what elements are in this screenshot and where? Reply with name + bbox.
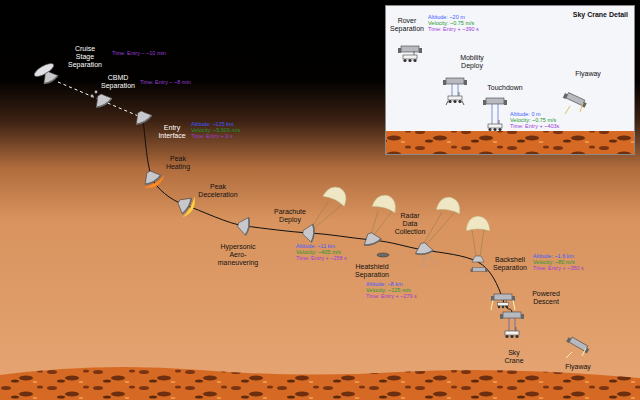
- descent-stage: [563, 91, 588, 107]
- capsule: [237, 216, 251, 236]
- bridle-cable: [458, 84, 459, 96]
- capsule: [92, 90, 113, 109]
- stage-label: Mobility Deploy: [456, 54, 488, 70]
- parachute: [466, 216, 490, 231]
- descent-stage: [491, 294, 515, 301]
- bridle-cable: [509, 318, 510, 331]
- stage-label: Heatshield Separation: [351, 263, 393, 279]
- inset-surface: [386, 131, 634, 154]
- thruster-plume: [566, 352, 572, 358]
- bridle-cable: [452, 84, 453, 96]
- radar-beam: [429, 256, 436, 266]
- parachute-line: [423, 212, 442, 245]
- thruster-plume: [565, 106, 570, 114]
- rover: [488, 120, 502, 131]
- rover: [505, 327, 519, 338]
- telemetry-value: Time: Entry + ~350 s: [533, 266, 584, 272]
- peak-heating-capsule: [138, 166, 167, 192]
- parachute: [323, 183, 351, 207]
- stage-label: Entry Interface: [155, 124, 189, 140]
- stage-label: Flyaway: [558, 363, 598, 371]
- capsule: [414, 242, 434, 256]
- telemetry-value: Velocity: ~0.75 m/s: [428, 21, 474, 27]
- stage-label: Radar Data Collection: [393, 212, 427, 236]
- telemetry-value: Altitude: ~1.6 km: [533, 254, 574, 260]
- telemetry-value: Time: Entry + ~279 s: [366, 294, 417, 300]
- telemetry-value: Velocity: ~80 m/s: [533, 260, 575, 266]
- stage-label: Flyaway: [568, 70, 608, 78]
- rover-leg: [462, 101, 464, 105]
- balance-mass: [95, 91, 98, 94]
- telemetry-value: Velocity: ~405 m/s: [296, 250, 341, 256]
- thruster-plume: [491, 300, 493, 310]
- telemetry-value: Altitude: ~8 km: [366, 282, 403, 288]
- bridle-cable: [515, 318, 516, 331]
- telemetry-value: Time: Entry + ~403s: [510, 124, 559, 130]
- panel-title: Sky Crane Detail: [573, 11, 628, 19]
- stage-label: Hypersonic Aero-maneuvering: [216, 243, 260, 267]
- stage-label: Touchdown: [483, 84, 527, 92]
- parachute: [372, 192, 399, 213]
- stage-label: Parachute Deploy: [272, 208, 308, 224]
- telemetry-value: Time: Entry + 0 s: [191, 134, 233, 140]
- inset-rocks: [386, 131, 634, 154]
- stage-label: Peak Heating: [163, 155, 193, 171]
- mars-surface: [0, 367, 640, 400]
- capsule: [361, 230, 382, 246]
- bridle-cable: [492, 104, 493, 124]
- bridle-cable: [498, 104, 499, 124]
- sky-crane: [500, 312, 524, 319]
- rover-leg: [446, 101, 448, 105]
- stage-label: Backshell Separation: [491, 256, 529, 272]
- parachute: [436, 195, 462, 214]
- telemetry-value: Altitude: ~125 km: [191, 122, 234, 128]
- telemetry-value: Velocity: ~125 m/s: [366, 288, 411, 294]
- parachute-line: [426, 212, 455, 245]
- stage-label: Peak Deceleration: [196, 183, 240, 199]
- inset-background: [385, 5, 635, 155]
- descent-stage: [566, 336, 590, 354]
- rover: [403, 51, 417, 62]
- stage-label: Sky Crane: [502, 349, 526, 365]
- backshell: [472, 256, 484, 262]
- peak-decel-capsule: [173, 191, 199, 220]
- parachute-line: [472, 230, 476, 256]
- telemetry-value: Velocity: ~5,900 m/s: [191, 128, 240, 134]
- rover: [448, 92, 462, 103]
- thruster-plume: [513, 300, 515, 310]
- parachute-line: [374, 211, 392, 235]
- capsule: [302, 223, 315, 242]
- parachute-line: [480, 230, 484, 256]
- capsule: [40, 68, 59, 85]
- surface-rocks: [0, 367, 640, 400]
- descent-stage: [471, 267, 488, 272]
- balance-mass: [91, 95, 94, 98]
- telemetry-value: Time: Entry – ~8 min: [140, 80, 191, 86]
- telemetry-value: Time: Entry + ~258 s: [296, 256, 347, 262]
- capsule: [132, 107, 153, 126]
- thruster-plume: [582, 348, 586, 356]
- stage-label: Rover Separation: [388, 17, 426, 33]
- rover: [497, 299, 508, 308]
- stage-label: Powered Descent: [530, 290, 562, 306]
- telemetry-value: Time: Entry – ~10 min: [112, 51, 166, 57]
- stage-label: CBMD Separation: [99, 74, 137, 90]
- telemetry-value: Velocity: ~0.75 m/s: [510, 118, 556, 124]
- sky-crane: [443, 78, 467, 85]
- stage-label: Cruise Stage Separation: [66, 45, 104, 69]
- sky-crane: [398, 46, 422, 53]
- radar-beam: [424, 256, 425, 268]
- parachute-line: [313, 203, 344, 229]
- sky-crane: [483, 98, 507, 105]
- telemetry-value: Altitude: ~20 m: [428, 15, 465, 21]
- telemetry-value: Time: Entry + ~390 s: [428, 27, 479, 33]
- heatshield: [377, 253, 389, 257]
- telemetry-value: Altitude: 0 m: [510, 112, 541, 118]
- thruster-plume: [580, 103, 583, 112]
- telemetry-value: Altitude: ~11 km: [296, 244, 335, 250]
